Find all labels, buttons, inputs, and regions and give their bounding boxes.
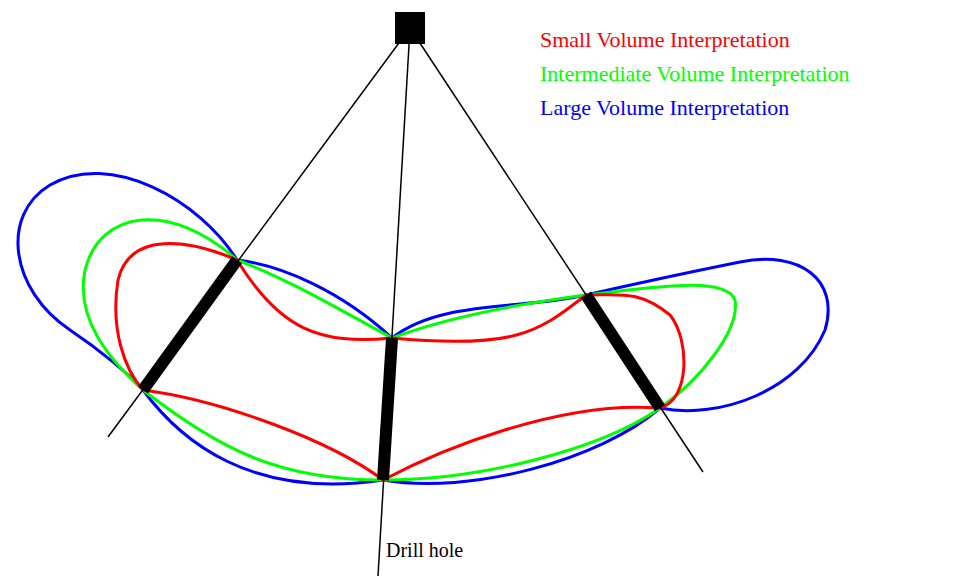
drill-hole-line xyxy=(410,28,703,472)
drill-hole-label: Drill hole xyxy=(384,538,465,562)
intermediate-volume-outline xyxy=(83,220,735,480)
legend-text: Small Volume Interpretation xyxy=(540,27,790,52)
legend-entry: Large Volume Interpretation xyxy=(540,95,789,121)
small-volume-outline xyxy=(116,244,684,480)
legend-entry: Small Volume Interpretation xyxy=(540,27,790,53)
drill-rig xyxy=(395,12,425,44)
ore-intercept xyxy=(143,260,237,390)
drill-hole-line xyxy=(108,28,410,437)
large-volume-outline xyxy=(18,173,828,484)
ore-intercept xyxy=(586,295,660,408)
legend-entry: Intermediate Volume Interpretation xyxy=(540,61,850,87)
legend-text: Large Volume Interpretation xyxy=(540,95,789,120)
legend-text: Intermediate Volume Interpretation xyxy=(540,61,850,86)
drill-hole-line xyxy=(378,28,410,576)
ore-intercept xyxy=(383,338,392,480)
